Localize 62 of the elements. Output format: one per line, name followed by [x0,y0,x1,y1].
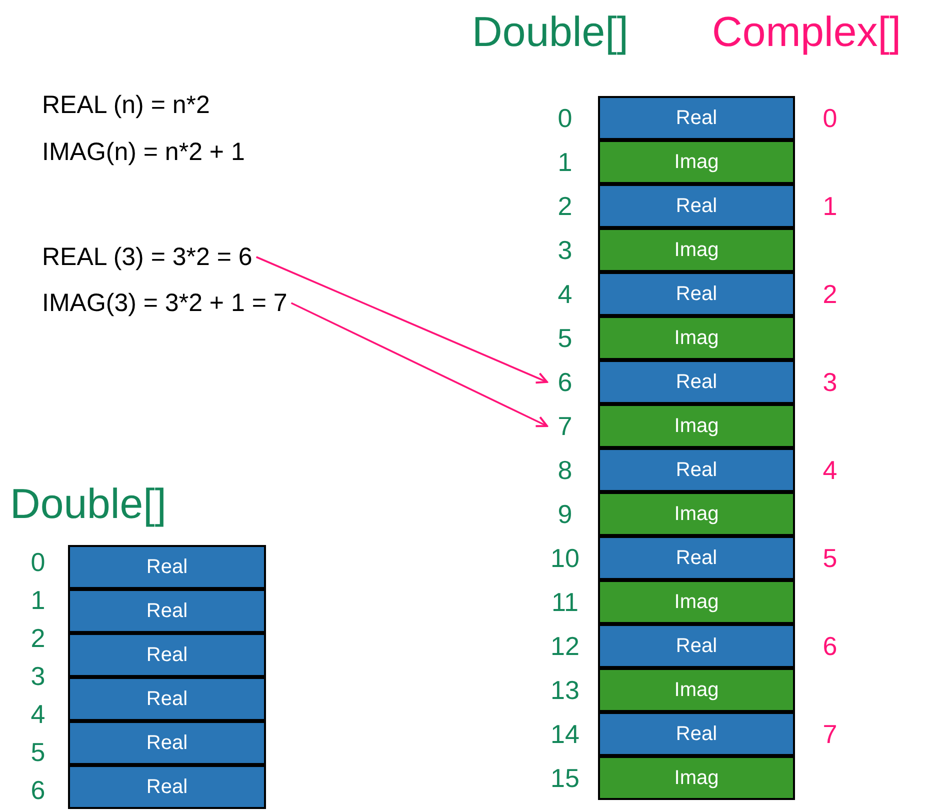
array-index: 1 [822,190,838,222]
array-cell: Imag [598,492,795,536]
array-index: 7 [822,718,838,750]
array-cell: Real [68,721,266,765]
array-cell: Real [68,765,266,809]
formula-text: IMAG(n) = n*2 + 1 [42,137,245,168]
array-index: 13 [550,674,580,706]
array-index: 6 [541,366,589,398]
array-cell: Real [598,184,795,228]
array-index: 0 [556,102,574,134]
array-index: 6 [30,774,46,806]
array-index: 11 [550,586,580,618]
array-index: 10 [550,542,580,574]
array-index: 1 [30,584,46,616]
array-cell: Real [598,536,795,580]
array-cell: Imag [598,140,795,184]
array-index: 7 [541,410,589,442]
array-index: 2 [556,190,574,222]
arrow [256,256,548,384]
array-index: 8 [556,454,574,486]
array-index: 6 [822,630,838,662]
array-cell: Imag [598,228,795,272]
array-cell: Real [598,360,795,404]
array-index: 2 [822,278,838,310]
array-title: Double[] [472,7,628,57]
formula-text: IMAG(3) = 3*2 + 1 = 7 [42,287,288,319]
array-index: 3 [822,366,838,398]
array-index: 0 [822,102,838,134]
formula-text: REAL (n) = n*2 [42,90,210,121]
array-cell: Real [598,272,795,316]
array-index: 5 [556,322,574,354]
array-cell: Imag [598,316,795,360]
array-index: 2 [30,622,46,654]
array-index: 4 [556,278,574,310]
array-cell: Real [68,589,266,633]
array-index: 4 [30,698,46,730]
array-cell: Real [68,677,266,721]
array-index: 3 [30,660,46,692]
array-cell: Imag [598,668,795,712]
array-index: 9 [556,498,574,530]
array-index: 15 [550,762,580,794]
array-cell: Real [598,624,795,668]
array-index: 3 [556,234,574,266]
array-title: Complex[] [712,7,902,57]
array-cell: Real [68,633,266,677]
array-index: 4 [822,454,838,486]
formula-text: REAL (3) = 3*2 = 6 [42,241,252,273]
arrow [290,302,548,428]
array-index: 0 [30,546,46,578]
array-index: 14 [550,718,580,750]
array-index: 5 [30,736,46,768]
array-cell: Real [598,96,795,140]
array-cell: Real [598,448,795,492]
array-index: 5 [822,542,838,574]
array-index: 12 [550,630,580,662]
array-cell: Imag [598,404,795,448]
array-cell: Real [68,545,266,589]
array-title: Double[] [10,479,166,529]
array-index: 1 [556,146,574,178]
array-cell: Real [598,712,795,756]
array-cell: Imag [598,756,795,800]
array-cell: Imag [598,580,795,624]
